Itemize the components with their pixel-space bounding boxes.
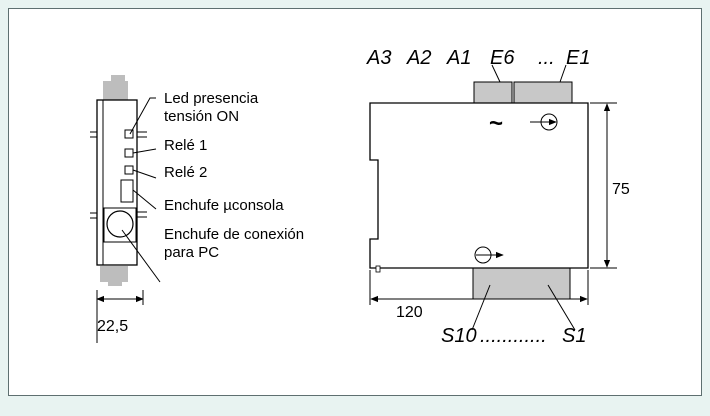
label-enchufe-uconsola: Enchufe µconsola <box>164 197 284 214</box>
led-rele-1 <box>124 148 134 158</box>
label-e6: E6 <box>490 47 515 69</box>
connector-outputs-s <box>472 266 571 300</box>
tilde-symbol: ~ <box>489 110 503 137</box>
label-ellipsis: ... <box>538 47 555 69</box>
label-dots: ............ <box>480 325 547 347</box>
label-e1: E1 <box>566 47 590 69</box>
label-a2: A2 <box>406 47 431 69</box>
side-view: Led presencia tensión ON Relé 1 Relé 2 E… <box>90 75 304 343</box>
front-body <box>369 102 589 269</box>
top-foot-tab <box>111 75 125 83</box>
label-a1: A1 <box>446 47 471 69</box>
label-a3: A3 <box>366 47 391 69</box>
led-power <box>124 129 134 139</box>
uconsola-socket <box>120 179 134 203</box>
width-dim: 120 <box>396 304 423 321</box>
label-enchufe-conexion: Enchufe de conexión <box>164 226 304 243</box>
led-rele-2 <box>124 165 134 175</box>
label-s10: S10 <box>441 325 477 347</box>
label-rele-2: Relé 2 <box>164 164 207 181</box>
bottom-foot-tab <box>108 280 122 286</box>
label-s1: S1 <box>562 325 586 347</box>
side-width-dim: 22,5 <box>97 318 128 335</box>
top-foot <box>103 81 128 101</box>
connector-inputs-e <box>513 81 573 105</box>
label-led: Led presencia <box>164 90 259 107</box>
front-view: ~ A3 A2 A1 E6 ... E1 75 120 S10 ........… <box>366 47 630 347</box>
bottom-foot <box>100 266 128 282</box>
pc-connector-round <box>106 210 134 238</box>
connector-inputs-a <box>473 81 513 105</box>
label-para-pc: para PC <box>164 244 219 261</box>
height-dim: 75 <box>612 181 630 198</box>
label-led-2: tensión ON <box>164 108 239 125</box>
label-rele-1: Relé 1 <box>164 137 207 154</box>
